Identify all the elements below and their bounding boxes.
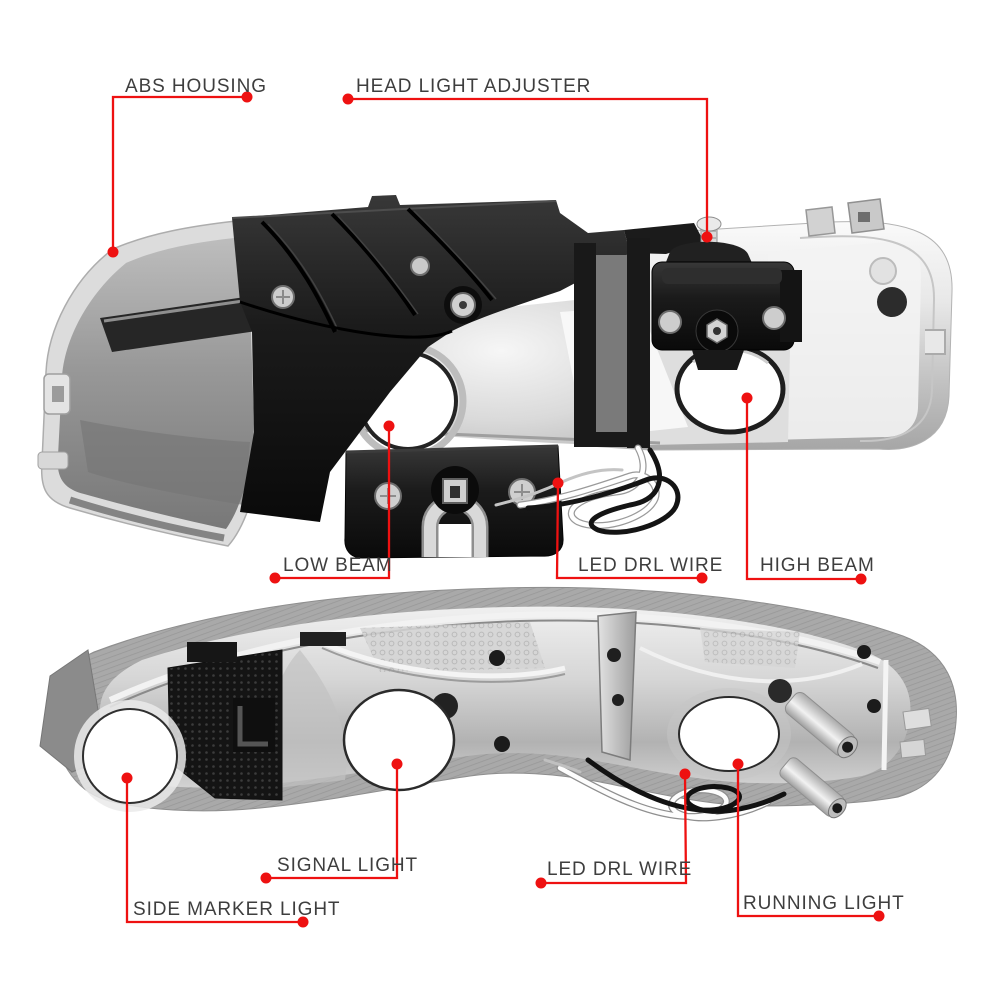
label-signal-light: SIGNAL LIGHT: [277, 855, 419, 876]
rim-highlight: [881, 659, 889, 771]
adjuster-assembly: [651, 216, 802, 370]
leader-led-drl-wire-upper: [555, 482, 702, 580]
rim-notch: [925, 329, 946, 355]
bracket-step: [187, 642, 237, 662]
wing-slot: [100, 296, 257, 352]
label-low-beam: LOW BEAM: [283, 555, 393, 576]
side-marker-opening: [82, 708, 178, 804]
mounting-bracket: [231, 195, 704, 522]
clip-tab: [899, 738, 927, 759]
leader-high-beam: [745, 398, 861, 581]
texture-patch: [700, 628, 800, 668]
wing-bottom-shade: [68, 496, 225, 542]
upper-headlight-illustration: [37, 195, 953, 559]
housing-recess: [869, 257, 897, 285]
screw-hole: [494, 736, 510, 752]
bulb-sockets: [779, 691, 858, 819]
lower-headlight-illustration: [39, 586, 957, 822]
divider-bolt: [612, 694, 624, 706]
screw-hole: [857, 645, 871, 659]
wing-slot-edge: [103, 298, 251, 323]
reflector-arc: [319, 639, 566, 679]
label-led-drl-wire-upper: LED DRL WIRE: [578, 555, 724, 576]
wing-clip-slot: [52, 386, 64, 402]
leader-head-light-adjuster: [348, 97, 709, 237]
signal-light-opening: [342, 688, 456, 792]
label-high-beam: HIGH BEAM: [760, 555, 875, 576]
leader-abs-housing: [111, 95, 247, 252]
leader-low-beam: [275, 426, 391, 580]
screw-hole: [768, 679, 792, 703]
label-abs-housing: ABS HOUSING: [125, 76, 267, 97]
leader-signal-light: [266, 764, 399, 880]
wing-shadow: [80, 420, 250, 505]
label-running-light: RUNNING LIGHT: [743, 893, 905, 914]
clip-tab: [902, 707, 932, 731]
screw-hole: [489, 650, 505, 666]
label-head-light-adjuster: HEAD LIGHT ADJUSTER: [356, 76, 592, 97]
housing-hole: [877, 287, 907, 317]
running-light-opening: [678, 696, 780, 772]
leader-side-marker-light: [125, 778, 303, 924]
drl-wires-lower: [543, 757, 787, 822]
label-led-drl-wire-lower: LED DRL WIRE: [547, 859, 693, 880]
divider-bolt: [607, 648, 621, 662]
reflector-arc-shade: [321, 647, 566, 683]
wing-clip-tab-2: [37, 451, 69, 470]
leader-lines: [111, 95, 879, 924]
housing-inner-line: [799, 235, 936, 443]
leader-running-light: [736, 764, 879, 918]
drl-wires-upper: [494, 444, 681, 535]
leader-led-drl-wire-lower: [541, 773, 688, 885]
label-side-marker-light: SIDE MARKER LIGHT: [133, 899, 341, 920]
center-divider: [597, 611, 637, 761]
leader-dots: [107, 91, 885, 928]
screw-hole: [867, 699, 881, 713]
bracket-step: [300, 632, 346, 646]
reflector-arc: [639, 646, 863, 684]
retainer-clip-edge: [237, 706, 268, 747]
mounting-tabs: [805, 198, 885, 237]
mounting-foot-bracket: [344, 444, 564, 559]
